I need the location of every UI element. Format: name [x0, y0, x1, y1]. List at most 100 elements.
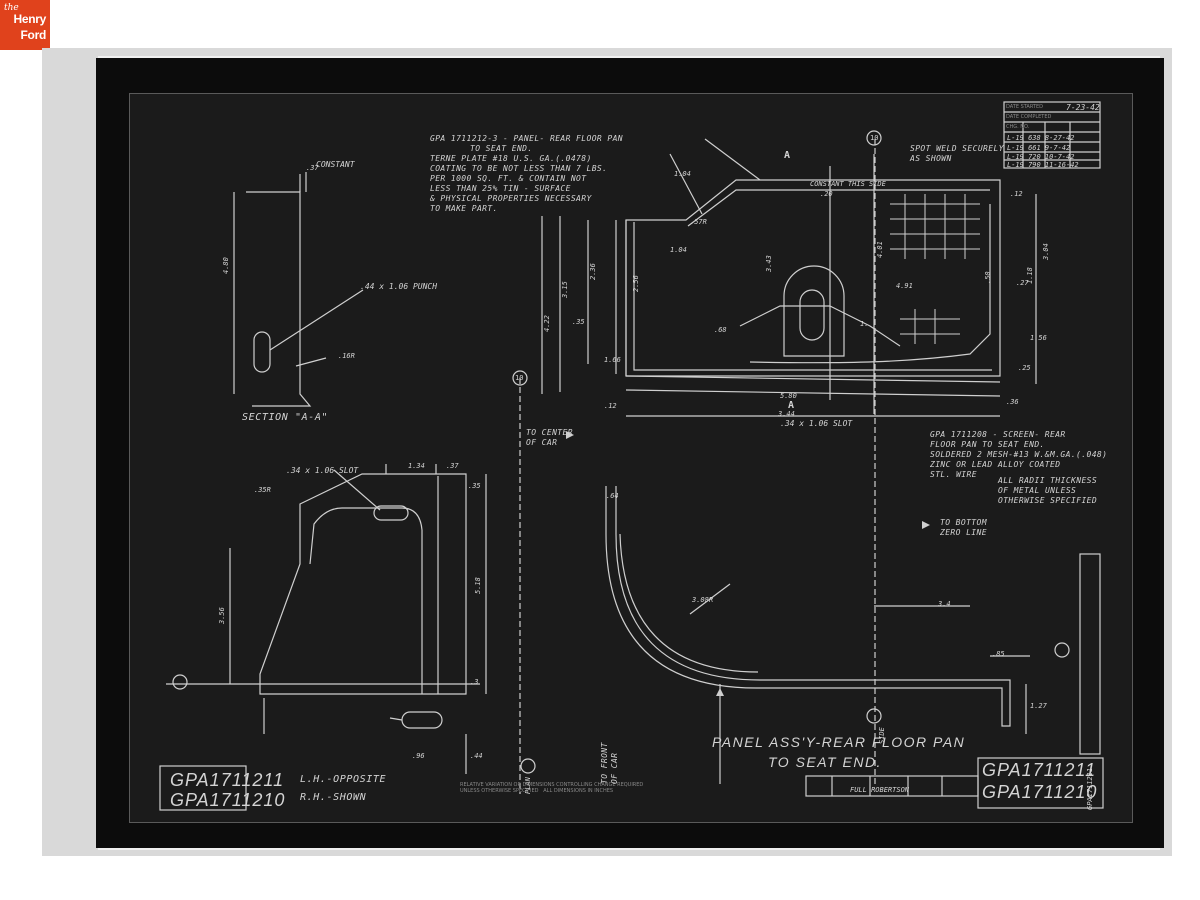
center-car-line: OF CAR [526, 438, 558, 447]
radii-note-line: ALL RADII THICKNESS [998, 476, 1098, 485]
dim-104-top: 1.04 [674, 170, 691, 178]
panel-material-note: GPA 1711212-3 - PANEL- REAR FLOOR PAN TO… [430, 134, 623, 214]
dim-96: .96 [412, 752, 425, 760]
screen-note-line: SOLDERED 2 MESH-#13 W.&M.GA.(.048) [930, 450, 1108, 459]
dim-401: 4.01 [876, 241, 884, 258]
arrow-to-front-car [716, 688, 724, 696]
bottom-zero-note: TO BOTTOM ZERO LINE [940, 518, 987, 538]
fine-print: RELATIVE VARIATION OR DIMENSIONS CONTROL… [460, 782, 644, 794]
drawing-linework [159, 101, 1104, 811]
section-marker-bottom: A [788, 400, 795, 411]
center-line-10-plan: 10 [515, 374, 524, 382]
section-marker-top: A [784, 150, 791, 161]
signature-block [805, 775, 979, 797]
dim-518: 5.18 [474, 577, 482, 594]
front-car-note: TO FRONT OF CAR [600, 742, 620, 784]
part-number-rh: GPA1711210 [170, 790, 286, 810]
part-number-box-left [159, 765, 247, 811]
radii-note-line: OF METAL UNLESS [998, 486, 1077, 495]
center-car-line: TO CENTER [526, 428, 573, 437]
dim-57r: .57R [690, 218, 707, 226]
arrow-to-center-car [566, 431, 574, 439]
dim-304: 3.04 [1042, 243, 1050, 260]
dim-491: 4.91 [896, 282, 913, 290]
henry-ford-logo: the Henry Ford [0, 0, 50, 50]
dim-27: .27 [1016, 279, 1029, 287]
screen-mesh [890, 194, 980, 344]
panel-note-line: TO SEAT END. [470, 144, 533, 153]
section-aa-label: SECTION "A-A" [242, 412, 329, 423]
arrow-to-bottom-zero [922, 521, 930, 529]
blueprint-print: DATE STARTED DATE COMPLETED CHG. NO. 7-2… [96, 58, 1164, 848]
dim-580: 5.80 [780, 392, 797, 400]
dim-156: 1.56 [1030, 334, 1047, 342]
logo-henry-text: Henry [13, 12, 46, 26]
dim-36: .36 [1006, 398, 1019, 406]
part-number-lh-right: GPA1711211 [982, 760, 1097, 780]
rh-shown-note: R.H.-SHOWN [300, 792, 367, 803]
date-started: 7-23-42 [1066, 103, 1100, 112]
bottom-zero-line: TO BOTTOM [940, 518, 987, 527]
label-date-started: DATE STARTED [1006, 104, 1044, 110]
dim-127: 1.27 [1030, 702, 1047, 710]
front-car-line: OF CAR [610, 752, 619, 784]
dim-037-b: .37 [446, 462, 459, 470]
front-car-line: TO FRONT [600, 742, 609, 784]
bracket-elevation-outline [259, 473, 467, 695]
panel-note-line: & PHYSICAL PROPERTIES NECESSARY [430, 194, 592, 203]
dim-35: .35 [572, 318, 585, 326]
bottom-zero-line: ZERO LINE [940, 528, 987, 537]
lh-opposite-note: L.H.-OPPOSITE [300, 774, 387, 785]
dim-3: .3 [470, 678, 479, 686]
logo-ford-text: Ford [20, 28, 47, 42]
side-scale-strip [1079, 553, 1101, 755]
dim-356: 3.56 [218, 607, 226, 624]
revision-1: L-19 638 8-27-42 [1007, 134, 1075, 142]
panel-note-line: COATING TO BE NOT LESS THAN 7 LBS. [430, 164, 608, 173]
signoff: FULL ROBERTSON [850, 786, 910, 794]
dim-236: 2.36 [589, 263, 597, 280]
slot-label-plan: .34 x 1.06 SLOT [780, 419, 853, 428]
logo-the-text: the [4, 3, 19, 13]
panel-note-line: TO MAKE PART. [430, 204, 498, 213]
floor-pan-plan-outline [625, 179, 1001, 377]
dim-344: 3.44 [778, 410, 795, 418]
revision-3: L-19 720 10-7-42 [1007, 153, 1075, 161]
part-number-rh-right: GPA1711210 [982, 782, 1098, 802]
slot-label-elevation: .34 x 1.06 SLOT [286, 466, 359, 475]
section-punch-slot [253, 331, 271, 373]
screen-note-line: STL. WIRE [930, 470, 977, 479]
drawing-title-line1: PANEL ASS'Y-REAR FLOOR PAN [712, 734, 966, 750]
dim-315: 3.15 [561, 281, 569, 298]
dim-422: 4.22 [543, 315, 551, 332]
screen-note-line: FLOOR PAN TO SEAT END. [930, 440, 1045, 449]
dim-480: 4.80 [222, 257, 230, 274]
panel-note-line: PER 1000 SQ. FT. & CONTAIN NOT [430, 174, 587, 183]
revision-block [1003, 101, 1101, 169]
drawing-title-line2: TO SEAT END. [768, 754, 882, 770]
screen-note-line: ZINC OR LEAD ALLOY COATED [930, 460, 1061, 469]
dim-34: 3.4 [938, 600, 951, 608]
dim-308: 3.08R [692, 596, 714, 604]
dim-64: .64 [606, 492, 619, 500]
center-line-10-top: 10 [870, 134, 879, 142]
side-mark: GPA1711211 [1086, 767, 1094, 810]
constant-label: CONSTANT [316, 160, 355, 169]
dim-50: .50 [984, 271, 992, 284]
drawing-sheet: DATE STARTED DATE COMPLETED CHG. NO. 7-2… [129, 93, 1133, 823]
screen-note-line: GPA 1711208 - SCREEN- REAR [930, 430, 1066, 439]
panel-note-line: TERNE PLATE #18 U.S. GA.(.0478) [430, 154, 592, 163]
top-slot [373, 505, 409, 521]
dim-134: 1.34 [408, 462, 425, 470]
dim-256: 2.56 [632, 275, 640, 292]
radii-note-line: OTHERWISE SPECIFIED [998, 496, 1098, 505]
label-date-completed: DATE COMPLETED [1006, 114, 1052, 120]
dim-104: 1.04 [670, 246, 687, 254]
dim-1: 1. [860, 320, 869, 328]
dim-16r: .16R [338, 352, 355, 360]
panel-note-line: GPA 1711212-3 - PANEL- REAR FLOOR PAN [430, 134, 624, 143]
dim-166: 1.66 [604, 356, 621, 364]
dim-35r: .35R [254, 486, 271, 494]
dim-12-right: .12 [1010, 190, 1023, 198]
bottom-slot [401, 711, 443, 729]
